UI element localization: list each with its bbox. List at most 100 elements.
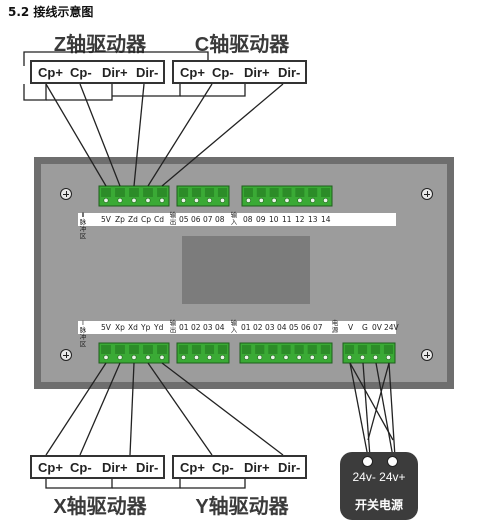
x-driver-signal-box: Cp+ Cp- Dir+ Dir- (30, 455, 165, 479)
c-dir-plus-bus (180, 84, 246, 97)
bottom-pin-label: Yp (141, 323, 151, 332)
terminal-screw-icon (117, 354, 123, 360)
bottom-pin-label: V (348, 323, 354, 332)
top-pin-label: Cp (141, 215, 151, 224)
terminal-screw-icon (372, 354, 378, 360)
top-pin-label: 05 (179, 215, 189, 224)
terminal-screw-icon (257, 354, 263, 360)
top-pin-label: 5V (101, 215, 111, 224)
terminal-screw-icon (322, 354, 328, 360)
top-pin-label: 13 (308, 215, 318, 224)
terminal-screw-icon (194, 354, 200, 360)
bottom-pin-label: 04 (277, 323, 287, 332)
bottom-pin-label: 03 (203, 323, 213, 332)
bottom-pin-label: 24V (384, 323, 399, 332)
bottom-input-terminal-block (239, 342, 333, 364)
psu-v-wire (349, 362, 369, 458)
terminal-screw-icon (159, 197, 165, 203)
bottom-output-terminal-block (176, 342, 230, 364)
bottom-input-group-label: 输入 (230, 319, 238, 334)
top-pulse-terminal-block (98, 185, 170, 207)
power-supply-terminals-label: 24v- 24v+ (352, 470, 406, 484)
bottom-label-strip: Ⅰ脉冲区 5V Xp Xd Yp Yd 输出 01 02 03 04 输入 01… (78, 319, 399, 348)
z-dir-minus-label: Dir- (136, 65, 159, 80)
top-pin-label: Zp (115, 215, 125, 224)
top-pin-label: 11 (282, 215, 292, 224)
psu-g-wire (362, 362, 371, 458)
c-dir-minus-wire (161, 83, 284, 187)
x-dir-plus-label: Dir+ (102, 460, 128, 475)
terminal-screw-icon (244, 354, 250, 360)
screw-bottom-right-icon (421, 349, 433, 361)
z-plus-loop (23, 84, 47, 101)
bottom-pin-label: 01 (179, 323, 189, 332)
z-cp-minus-wire (79, 83, 121, 187)
c-cp-minus-wire (147, 83, 213, 187)
top-pin-label: 08 (215, 215, 225, 224)
terminal-screw-icon (131, 197, 137, 203)
psu-terminal-plus-icon (387, 456, 398, 467)
wires (23, 51, 396, 489)
z-dir-plus-bus (46, 84, 113, 101)
c-cp-plus-label: Cp+ (180, 65, 205, 80)
screw-bottom-left-icon (60, 349, 72, 361)
z-driver-title: Z轴驱动器 (53, 34, 147, 56)
top-output-terminal-block (176, 185, 230, 207)
y-dir-minus-label: Dir- (278, 460, 301, 475)
terminal-screw-icon (181, 354, 187, 360)
bottom-pin-label: 0V (372, 323, 382, 332)
psu-cross-wire-b (367, 362, 390, 441)
y-plus-bus (180, 479, 246, 489)
terminal-screw-icon (245, 197, 251, 203)
terminal-screw-icon (296, 354, 302, 360)
terminal-screw-icon (220, 197, 226, 203)
x-cp-plus-wire (45, 362, 107, 456)
terminal-screw-icon (346, 354, 352, 360)
z-cp-minus-label: Cp- (70, 65, 92, 80)
terminal-screw-icon (145, 354, 151, 360)
bottom-pin-label: Xd (128, 323, 138, 332)
terminal-screw-icon (284, 197, 290, 203)
top-pin-label: Zd (128, 215, 138, 224)
bottom-pin-label: 06 (301, 323, 311, 332)
top-pin-label: 08 (243, 215, 253, 224)
top-pin-label: 14 (321, 215, 331, 224)
terminal-screw-icon (131, 354, 137, 360)
terminal-screw-icon (270, 354, 276, 360)
bottom-pulse-terminal-block (98, 342, 170, 364)
c-plus-bus (112, 84, 181, 97)
z-cp-plus-to-5v-wire (45, 83, 107, 187)
screw-top-left-icon (60, 188, 72, 200)
terminal-screw-icon (385, 354, 391, 360)
z-dir-plus-label: Dir+ (102, 65, 128, 80)
y-cp-minus-wire (147, 362, 213, 456)
bottom-pin-label: 01 (241, 323, 251, 332)
z-driver-signal-box: Cp+ Cp- Dir+ Dir- (30, 60, 165, 84)
terminal-screw-icon (297, 197, 303, 203)
terminal-screw-icon (271, 197, 277, 203)
top-input-group-label: 输入 (230, 211, 238, 226)
y-cp-minus-label: Cp- (212, 460, 234, 475)
z-cp-plus-label: Cp+ (38, 65, 63, 80)
x-cp-minus-label: Cp- (70, 460, 92, 475)
bottom-pin-label: G (362, 323, 368, 332)
top-pin-label: Cd (154, 215, 164, 224)
terminal-screw-icon (181, 197, 187, 203)
x-dir-minus-label: Dir- (136, 460, 159, 475)
terminal-screw-icon (159, 354, 165, 360)
y-driver-title: Y轴驱动器 (195, 496, 289, 518)
x-cp-plus-label: Cp+ (38, 460, 63, 475)
power-terminal-block (342, 342, 396, 364)
terminal-screw-icon (258, 197, 264, 203)
x-plus-bus (45, 479, 113, 489)
power-supply: 24v- 24v+ 开关电源 (340, 452, 418, 520)
terminal-screw-icon (310, 197, 316, 203)
bottom-pin-label: 02 (191, 323, 201, 332)
c-cp-minus-label: Cp- (212, 65, 234, 80)
top-input-terminal-block (241, 185, 333, 207)
top-pin-label: 12 (295, 215, 305, 224)
terminal-screw-icon (117, 197, 123, 203)
top-pin-label: 10 (269, 215, 279, 224)
terminal-screw-icon (103, 197, 109, 203)
